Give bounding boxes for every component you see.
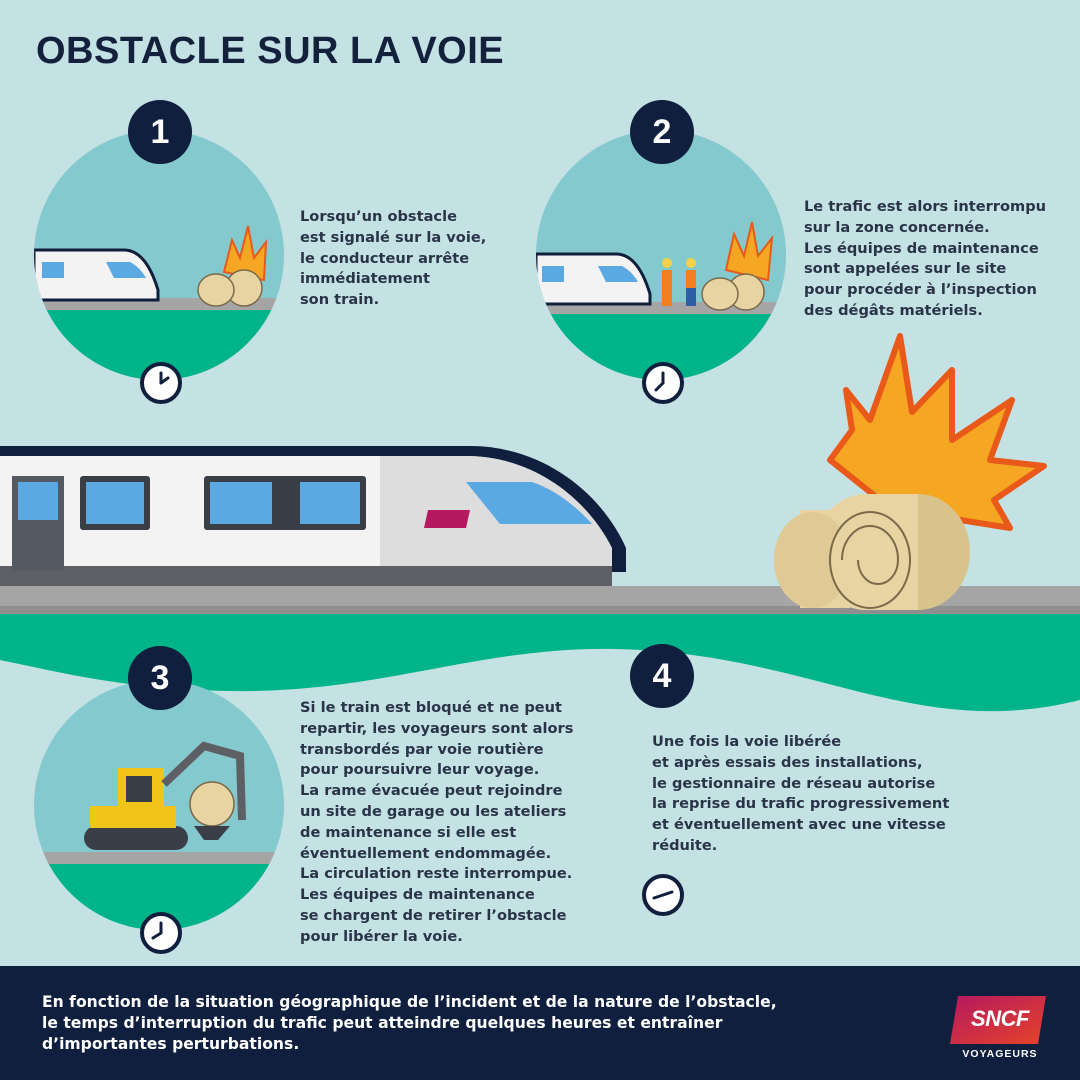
grass-wave <box>0 612 1080 712</box>
hay-bales <box>774 494 970 610</box>
footer-banner: En fonction de la situation géographique… <box>0 966 1080 1080</box>
step-1-number-badge: 1 <box>128 100 192 164</box>
clock-icon <box>642 874 684 916</box>
step-2-number-badge: 2 <box>630 100 694 164</box>
step-2-text: Le trafic est alors interrompu sur la zo… <box>804 198 1047 319</box>
step-3-text: Si le train est bloqué et ne peut repart… <box>300 699 574 945</box>
step-1-illustration <box>34 130 284 380</box>
clock-icon <box>642 362 684 404</box>
step-3-illustration <box>34 680 284 930</box>
footer-note: En fonction de la situation géographique… <box>42 993 777 1053</box>
logo-subtitle: VOYAGEURS <box>962 1048 1038 1060</box>
step-2-illustration <box>536 130 786 380</box>
step-1-text: Lorsqu’un obstacle est signalé sur la vo… <box>300 208 487 309</box>
clock-icon <box>140 362 182 404</box>
train-illustration <box>0 446 626 586</box>
step-4-text: Une fois la voie libérée et après essais… <box>652 733 950 854</box>
sncf-voyageurs-logo: SNCF VOYAGEURS <box>950 994 1050 1070</box>
spark-burst <box>827 333 1047 531</box>
page-title: OBSTACLE SUR LA VOIE <box>36 30 505 72</box>
logo-brand: SNCF <box>971 1006 1029 1031</box>
step-4-number-badge: 4 <box>630 644 694 708</box>
clock-icon <box>140 912 182 954</box>
step-3-number-badge: 3 <box>128 646 192 710</box>
